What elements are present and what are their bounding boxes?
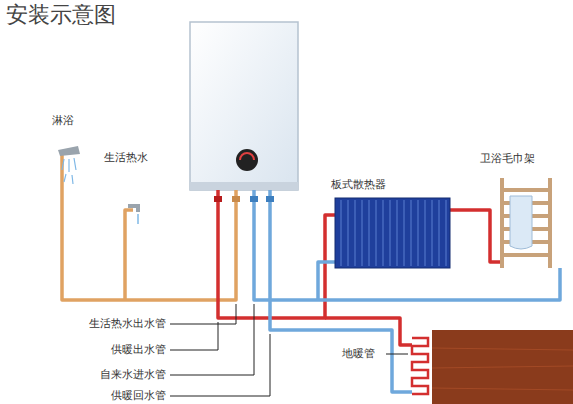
pipe-label: 自来水进水管 <box>100 368 166 381</box>
diagram-title: 安装示意图 <box>6 2 116 28</box>
part-label: 板式散热器 <box>331 178 386 191</box>
return-pipe <box>318 262 335 300</box>
floor-grain <box>432 348 573 390</box>
towel <box>510 196 532 249</box>
boiler <box>190 22 298 190</box>
floor-board <box>432 330 573 404</box>
faucet <box>128 204 140 212</box>
pipe-label: 生活热水出水管 <box>89 317 166 330</box>
towel-rack <box>502 178 550 268</box>
boiler-display <box>236 149 258 171</box>
part-label: 地暖管 <box>342 347 375 360</box>
part-label: 淋浴 <box>52 114 74 127</box>
valves <box>214 196 274 202</box>
return-pipe <box>254 190 560 300</box>
shower-water <box>62 158 76 184</box>
boiler-base <box>190 182 298 190</box>
supply-pipe <box>450 210 500 262</box>
pipe-label: 供暖回水管 <box>111 389 166 402</box>
shower-head <box>58 146 80 156</box>
leader-lines <box>170 304 408 396</box>
faucet-water <box>137 214 139 224</box>
radiator-fins <box>341 200 446 266</box>
part-label: 生活热水 <box>104 151 148 164</box>
floor-heating-coil <box>412 338 428 394</box>
boiler-gauge <box>240 153 254 160</box>
hot-water-pipe <box>62 150 236 300</box>
hot-water-pipe <box>125 210 133 300</box>
part-label: 卫浴毛巾架 <box>480 152 535 165</box>
pipe-label: 供暖出水管 <box>111 343 166 356</box>
plate-radiator <box>335 198 450 268</box>
